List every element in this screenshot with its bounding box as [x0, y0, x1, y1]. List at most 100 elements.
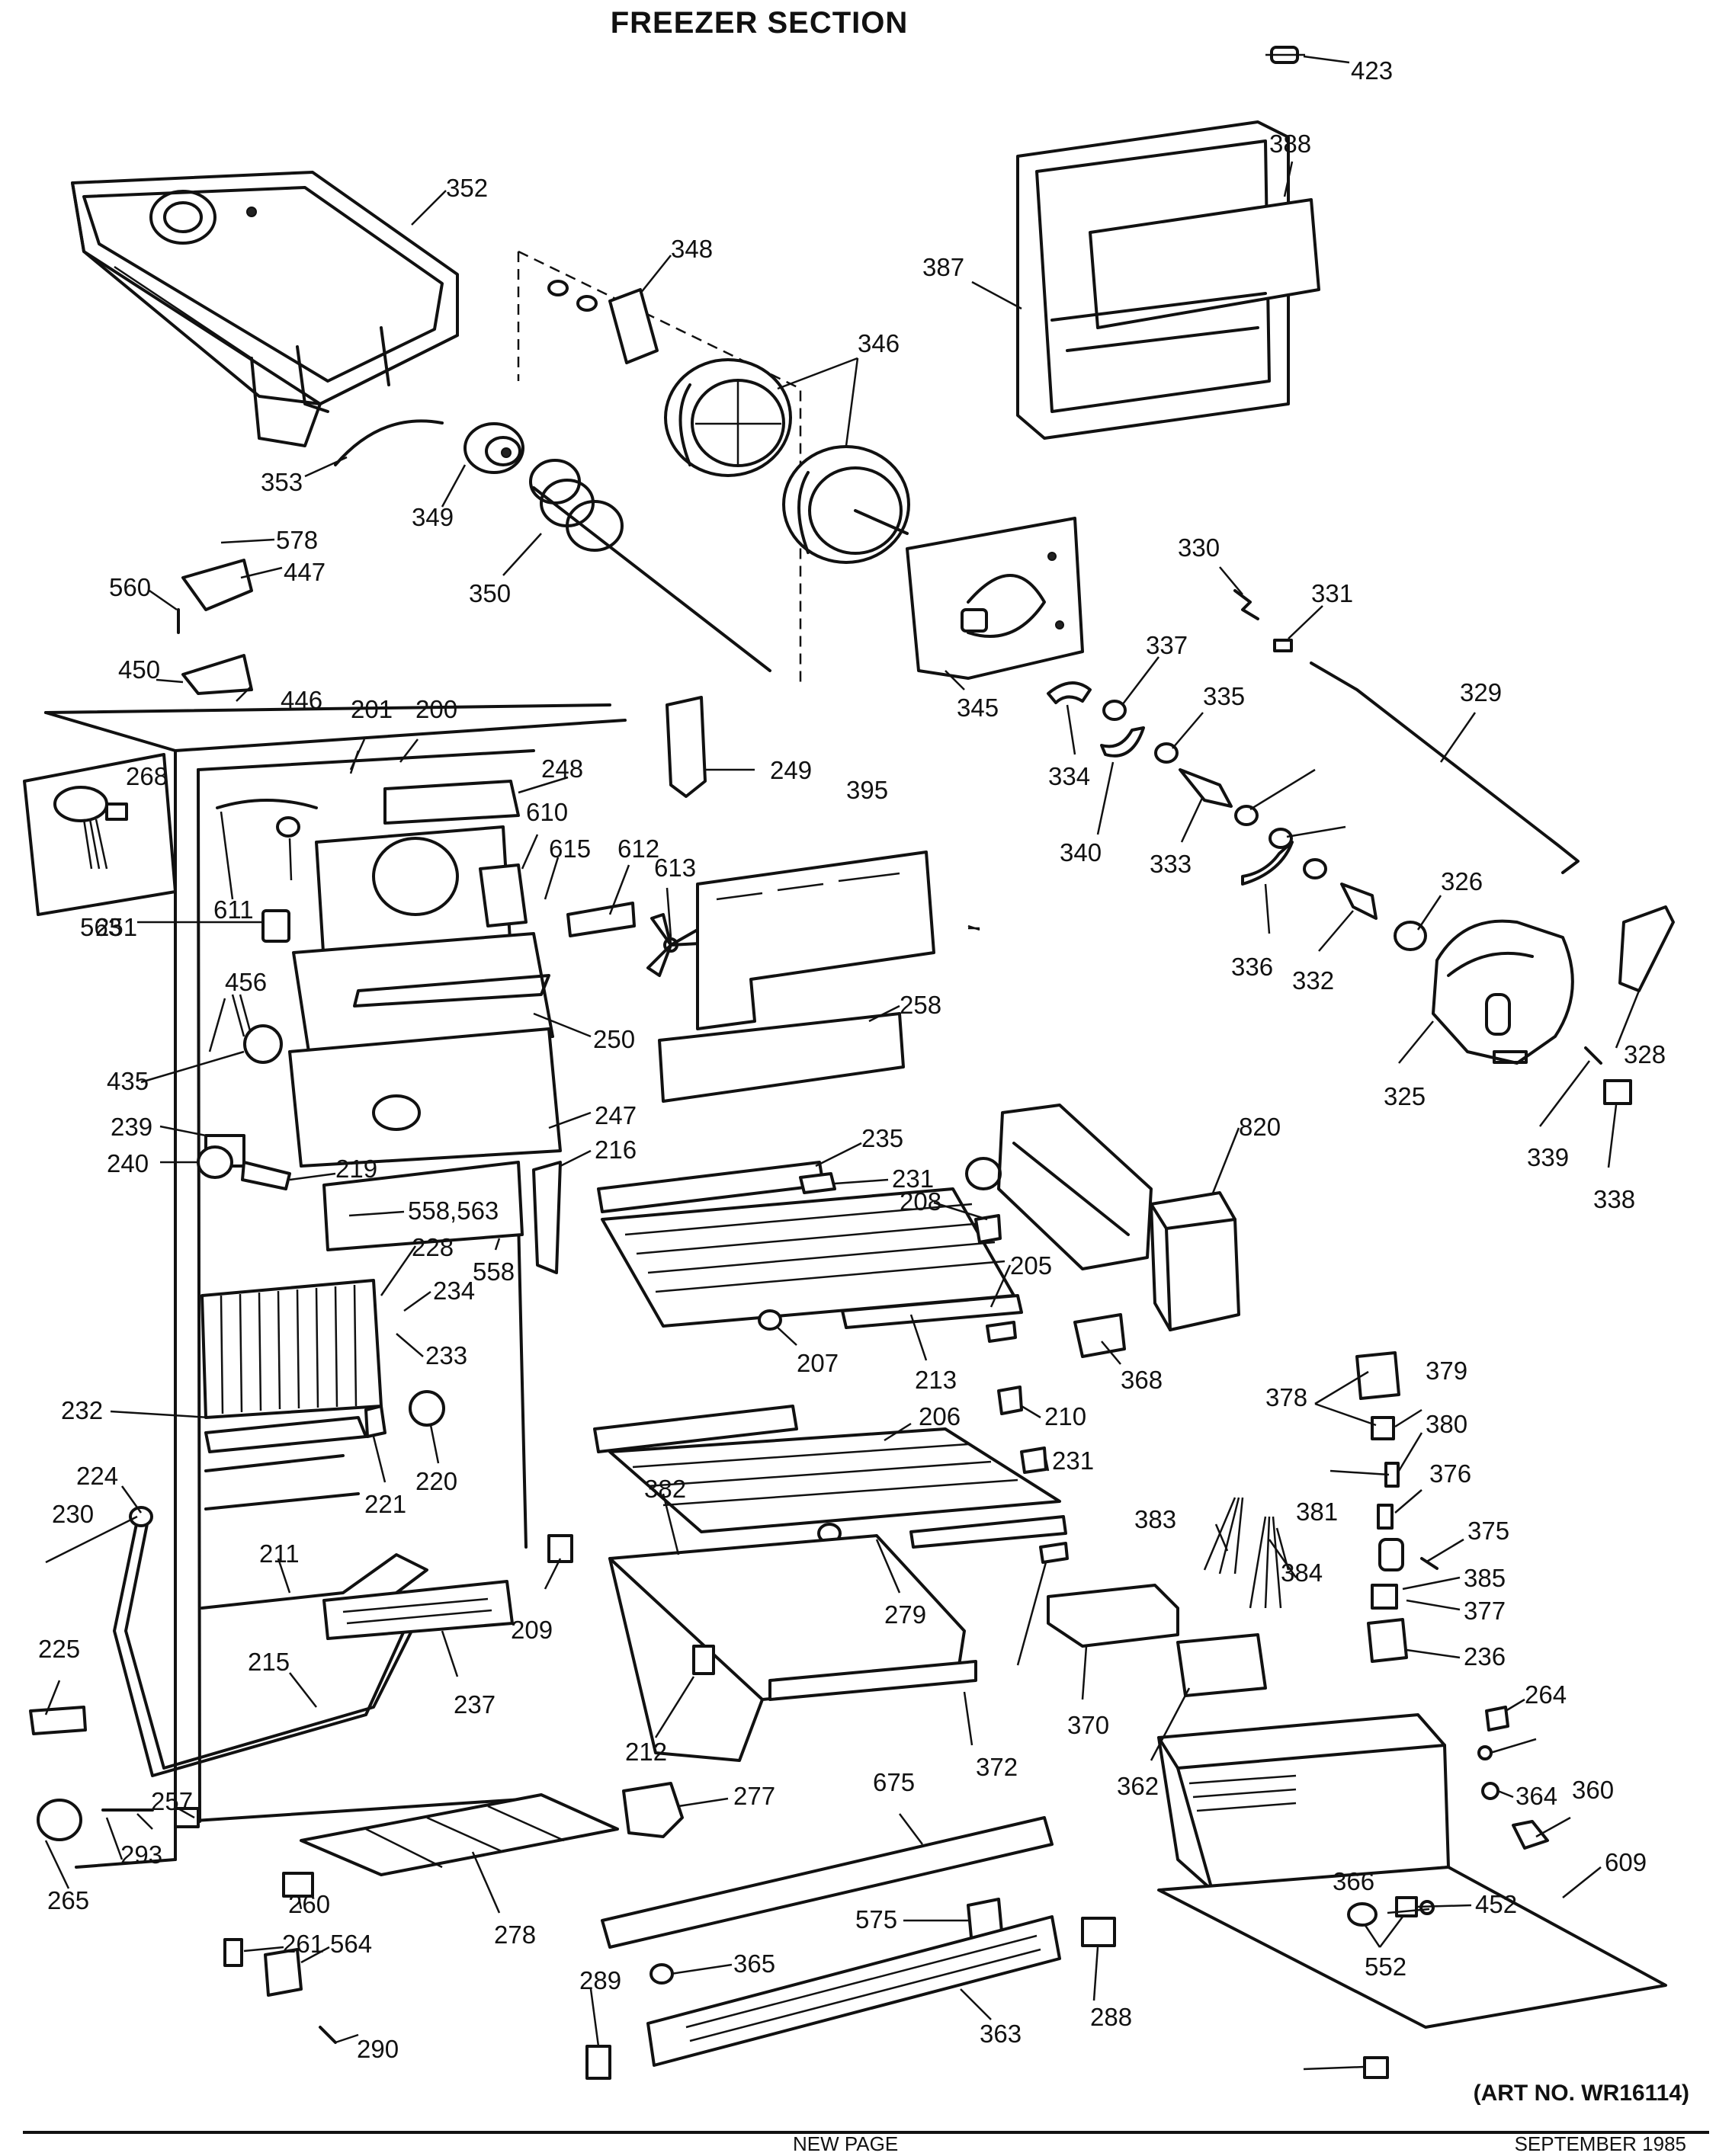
- clip-236-drawing: [547, 1534, 573, 1563]
- clip-231c-drawing: [1039, 1542, 1069, 1564]
- louver-215-drawing: [322, 1580, 514, 1640]
- part-label: 210: [1044, 1402, 1086, 1430]
- part-label: 228: [412, 1233, 454, 1261]
- part-label: 381: [1296, 1498, 1338, 1526]
- clip-364-drawing: [1512, 1820, 1549, 1850]
- grommet-220-drawing: [409, 1390, 445, 1427]
- part-label: 264: [1525, 1680, 1567, 1709]
- part-label: 450: [118, 655, 160, 684]
- housing-360-drawing: [1157, 1713, 1667, 2029]
- harness-375-drawing: [1249, 1516, 1282, 1609]
- part-label: 349: [412, 503, 454, 531]
- bracket-328-drawing: [1618, 905, 1675, 992]
- part-label: 552: [1365, 1953, 1406, 1981]
- fan-613-drawing: [646, 913, 701, 977]
- part-label: 380: [1426, 1410, 1467, 1438]
- part-label: 334: [1048, 762, 1090, 790]
- part-label: 362: [1117, 1772, 1159, 1800]
- part-label: 360: [1572, 1776, 1614, 1804]
- part-label: 215: [248, 1648, 290, 1676]
- bracket-249-drawing: [666, 696, 707, 798]
- block-609-drawing: [282, 1872, 314, 1898]
- part-label: 205: [1010, 1251, 1052, 1280]
- cup-383-drawing: [1378, 1538, 1404, 1571]
- part-label: 447: [284, 558, 326, 586]
- part-label: 578: [276, 526, 318, 554]
- screw-675-drawing: [1481, 1782, 1499, 1800]
- part-label: 345: [957, 694, 999, 722]
- part-label: 278: [494, 1921, 536, 1949]
- part-label: 336: [1231, 953, 1273, 981]
- part-label: 379: [1426, 1357, 1467, 1385]
- footer-divider: [23, 2131, 1709, 2134]
- bracket-261-drawing: [264, 1948, 303, 1997]
- strip-216-drawing: [532, 1161, 562, 1274]
- spring-330-drawing: [1233, 589, 1259, 620]
- stud-207a-drawing: [758, 1309, 782, 1331]
- linkage-drawing: [1047, 681, 1378, 920]
- harness-376-drawing: [1203, 1497, 1244, 1575]
- clip-208a-drawing: [974, 1214, 1002, 1244]
- part-label: 558,563: [408, 1197, 499, 1225]
- solenoid-378-drawing: [1355, 1351, 1400, 1400]
- part-label: 230: [52, 1500, 94, 1528]
- part-label: 332: [1292, 966, 1334, 995]
- part-label: 388: [1269, 130, 1311, 158]
- part-label: 375: [1467, 1517, 1509, 1545]
- footer-left-text: NEW PAGE: [793, 2132, 899, 2155]
- part-label: 337: [1146, 631, 1188, 659]
- handle-237-drawing: [692, 1645, 715, 1675]
- drain-tube-225-drawing: [124, 1515, 413, 1770]
- tray-260-drawing: [300, 1793, 619, 1876]
- ice-bucket-drawing: [71, 171, 459, 447]
- dispenser-door-drawing: [1016, 120, 1320, 440]
- clip-210-drawing: [997, 1386, 1023, 1415]
- part-label: 348: [671, 235, 713, 263]
- part-label: 387: [922, 253, 964, 281]
- part-label: 260: [288, 1890, 330, 1918]
- bracket-368-drawing: [1073, 1313, 1126, 1358]
- part-label: 237: [454, 1690, 496, 1719]
- switch-251-drawing: [261, 909, 290, 943]
- part-label: 220: [415, 1467, 457, 1495]
- part-label: 250: [593, 1025, 635, 1053]
- clip-231b-drawing: [986, 1321, 1017, 1343]
- part-label: 211: [259, 1539, 300, 1568]
- part-label: 231: [1052, 1446, 1094, 1475]
- part-label: 232: [61, 1396, 103, 1424]
- leader-lines: [44, 55, 1641, 2071]
- hub-349-drawing: [463, 422, 524, 474]
- part-label: 325: [1384, 1082, 1426, 1110]
- part-label: 290: [357, 2035, 399, 2063]
- part-label: 378: [1265, 1383, 1307, 1411]
- screw-552-drawing: [319, 2026, 337, 2044]
- part-label: 363: [980, 2020, 1022, 2048]
- part-label: 331: [1311, 579, 1353, 607]
- part-label: 435: [107, 1067, 149, 1095]
- part-label: 612: [617, 835, 659, 863]
- evaporator-drawing: [200, 1279, 383, 1510]
- screw-563-drawing: [1477, 1745, 1493, 1760]
- parts-illustration: [23, 46, 1675, 2080]
- bracket-447-drawing: [181, 559, 253, 611]
- part-label: 395: [846, 776, 888, 804]
- part-label: 372: [976, 1753, 1018, 1781]
- part-label: 279: [884, 1600, 926, 1629]
- part-label: 288: [1090, 2003, 1132, 2031]
- part-label: 456: [225, 968, 267, 996]
- ice-maker-820-drawing: [965, 1104, 1240, 1331]
- grommet-615-drawing: [276, 816, 300, 838]
- part-label: 820: [1239, 1113, 1281, 1141]
- part-label: 213: [915, 1366, 957, 1394]
- part-label: 258: [900, 991, 941, 1019]
- part-label: 335: [1203, 682, 1245, 710]
- part-labels: 423 388 352 348 387 346 353 349 350 578 …: [38, 56, 1666, 2063]
- part-label: 249: [770, 756, 812, 784]
- part-label: 376: [1429, 1459, 1471, 1488]
- clip-353-drawing: [334, 419, 444, 466]
- plate-345-drawing: [906, 517, 1084, 680]
- part-label: 382: [644, 1475, 686, 1503]
- blades-346-drawing: [664, 358, 910, 564]
- part-label: 328: [1624, 1040, 1666, 1068]
